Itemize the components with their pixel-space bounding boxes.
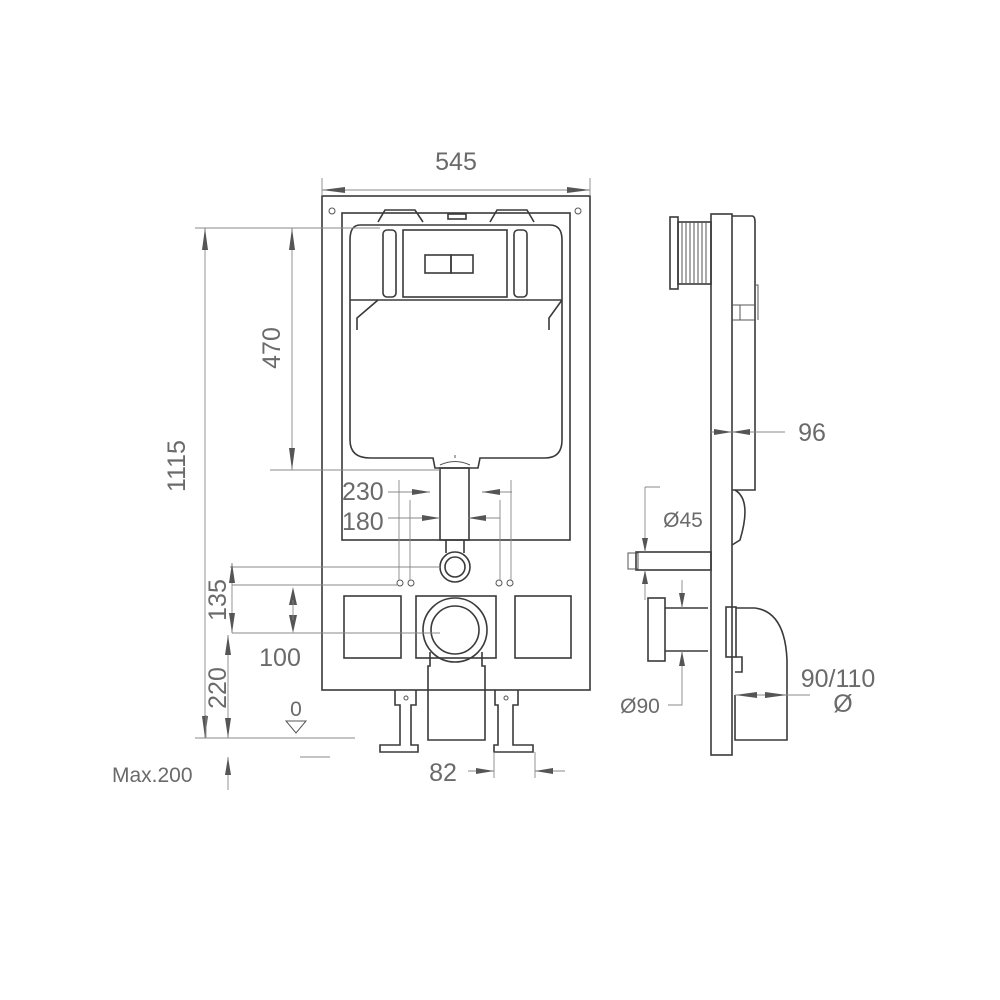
inner-spacing-label: 180 xyxy=(342,508,384,536)
inlet-diameter-label: Ø45 xyxy=(663,509,703,532)
side-view xyxy=(627,213,788,756)
inlet-thread xyxy=(627,552,639,570)
arrow-icon xyxy=(468,515,486,521)
arrow-icon xyxy=(225,757,231,775)
arrow-icon xyxy=(322,187,345,193)
leg-left xyxy=(379,690,419,753)
mount-hole-right xyxy=(574,207,582,215)
outlet-spacing-label: 100 xyxy=(259,644,301,672)
arrow-icon xyxy=(412,489,430,495)
leg-hole-left xyxy=(403,695,409,701)
flush-button-large xyxy=(424,254,452,274)
side-cistern-bracket xyxy=(732,284,759,321)
arrow-icon xyxy=(229,563,235,583)
cistern-top-knob xyxy=(447,213,467,220)
cistern-rib-left xyxy=(382,229,397,298)
waste-pipe xyxy=(427,652,486,741)
bend-flange xyxy=(725,606,737,658)
floor-level-icon xyxy=(284,720,308,734)
waste-outlet-outer xyxy=(422,597,488,663)
frame-window-left xyxy=(343,595,402,659)
leg-offset-label: 82 xyxy=(429,759,457,787)
arrow-icon xyxy=(679,593,685,608)
cistern-top-clips xyxy=(377,209,535,223)
leg-hole-right xyxy=(503,695,509,701)
depth-label: 96 xyxy=(798,419,826,447)
arrow-icon xyxy=(422,515,440,521)
bend-diameter-label: 90/110 xyxy=(801,665,876,693)
cistern-rib-right xyxy=(513,229,528,298)
arrow-icon xyxy=(202,716,208,738)
arrow-icon xyxy=(289,228,295,250)
arrow-icon xyxy=(225,718,231,738)
waste-outlet-inner xyxy=(430,605,480,655)
arrow-icon xyxy=(735,692,757,698)
frame-window-center xyxy=(415,595,497,659)
flush-button-small xyxy=(450,254,474,274)
side-dimensions: 96 Ø45 Ø90 90/110 Ø xyxy=(620,419,875,718)
outlet-pipe-side xyxy=(665,607,708,652)
frame-window-right xyxy=(514,595,572,659)
arrow-icon xyxy=(229,613,235,633)
bend-diameter-symbol: Ø xyxy=(833,690,852,718)
outlet-flange-side xyxy=(647,597,666,662)
arrow-icon xyxy=(289,615,297,633)
inlet-holes xyxy=(396,579,514,587)
total-height-label: 1115 xyxy=(163,440,191,492)
flush-pipe xyxy=(439,467,470,541)
front-dimensions: 545 1115 470 230 180 135 100 xyxy=(112,148,591,790)
frame-outline xyxy=(321,195,591,691)
arrow-icon xyxy=(679,651,685,666)
inlet-offset-label: 135 xyxy=(204,579,232,621)
flush-plate-side xyxy=(669,216,679,290)
side-frame-post xyxy=(710,213,733,756)
arrow-icon xyxy=(535,768,553,774)
flush-outlet-inner xyxy=(444,556,466,578)
arrow-icon xyxy=(765,692,787,698)
flush-pipe-lower xyxy=(445,540,465,553)
side-cistern xyxy=(732,215,756,491)
mount-hole-left xyxy=(328,207,336,215)
arrow-icon xyxy=(289,448,295,470)
flush-plate-area xyxy=(402,229,508,298)
actuator-ribs xyxy=(681,222,707,284)
front-view xyxy=(321,195,591,753)
arrow-icon xyxy=(289,587,297,605)
leg-right xyxy=(493,690,534,753)
floor-level-label: 0 xyxy=(290,698,302,721)
arrow-icon xyxy=(642,538,648,552)
arrow-icon xyxy=(225,635,231,655)
outlet-diameter-label: Ø90 xyxy=(620,695,660,718)
cistern xyxy=(349,224,563,469)
arrow-icon xyxy=(642,570,648,584)
width-label: 545 xyxy=(435,148,477,176)
outer-spacing-label: 230 xyxy=(342,478,384,506)
side-flush-bend xyxy=(731,489,746,546)
outlet-height-label: 220 xyxy=(204,667,232,709)
tank-height-label: 470 xyxy=(258,327,286,369)
arrow-icon xyxy=(476,768,494,774)
arrow-icon xyxy=(482,489,500,495)
arrow-icon xyxy=(567,187,590,193)
arrow-icon xyxy=(732,429,750,435)
inlet-pipe-side xyxy=(635,551,712,571)
leg-extension-label: Max.200 xyxy=(112,764,193,787)
arrow-icon xyxy=(202,228,208,250)
arrow-icon xyxy=(714,429,732,435)
waste-bend xyxy=(734,607,788,741)
valve-mark xyxy=(439,455,471,466)
cistern-bracket xyxy=(350,299,563,330)
